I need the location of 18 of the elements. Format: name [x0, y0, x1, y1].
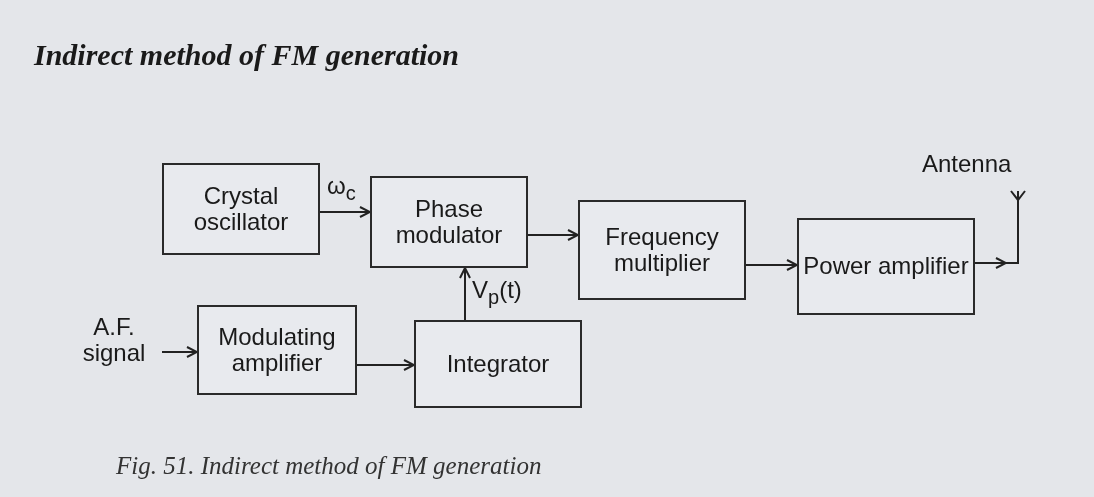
diagram-title: Indirect method of FM generation: [34, 38, 460, 72]
arrow: [459, 267, 471, 321]
block-box: Phase modulator: [370, 176, 528, 268]
edge-label: V$_{p}$(t): [472, 278, 522, 307]
input-label: A.F. signal: [66, 300, 162, 380]
figure-caption: Fig. 51. Indirect method of FM generation: [116, 452, 542, 480]
arrow: [319, 206, 371, 218]
arrow: [161, 346, 198, 358]
arrow: [974, 257, 1007, 269]
arrow: [527, 229, 579, 241]
block-box: Crystal oscillator: [162, 163, 320, 255]
block-box: Modulating amplifier: [197, 305, 357, 395]
arrow: [356, 359, 415, 371]
arrow: [745, 259, 798, 271]
block-box: Frequency multiplier: [578, 200, 746, 300]
block-box: Integrator: [414, 320, 582, 408]
node-caption: Antenna: [922, 150, 1012, 178]
block-box: Power amplifier: [797, 218, 975, 315]
